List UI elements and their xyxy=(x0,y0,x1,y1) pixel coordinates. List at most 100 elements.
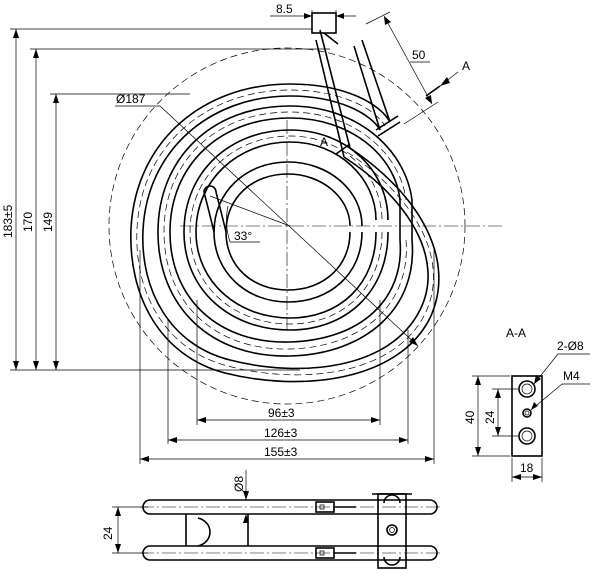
spiral-core-turn-b xyxy=(225,173,351,291)
spiral-middle-turn-a xyxy=(169,117,402,343)
diameter-leader xyxy=(159,105,419,347)
width-126-arrow-left xyxy=(168,437,177,443)
lead-length-dimline xyxy=(383,15,433,105)
lead-bracket-b xyxy=(375,115,399,131)
section-title: A-A xyxy=(506,326,526,340)
tube-diameter-arrow-b xyxy=(243,514,249,523)
spiral-tail-a xyxy=(203,191,215,233)
bracket-height-arrow-top xyxy=(475,376,481,385)
bracket-thread-hole-inner xyxy=(524,410,530,416)
spiral-tail-b xyxy=(215,191,227,233)
bracket-pitch-arrow-top xyxy=(495,389,501,398)
height-183-label: 183±5 xyxy=(1,204,15,238)
thread-callout-label: M4 xyxy=(563,369,580,383)
lead-width-arrow-left xyxy=(304,13,312,19)
lead-width-label: 8.5 xyxy=(276,2,293,16)
lead-length-arrow-top xyxy=(384,16,391,25)
width-155-label: 155±3 xyxy=(264,445,298,459)
lead-terminal-neck xyxy=(323,32,339,45)
spiral-core-turn-a xyxy=(213,161,363,303)
spiral-inner-axis xyxy=(189,135,383,325)
section-marker-upper: A xyxy=(462,59,470,73)
thread-callout-arrow xyxy=(531,402,538,410)
lead-length-label: 50 xyxy=(412,48,426,62)
lead-tube-edge-right xyxy=(361,39,391,123)
spiral-inner-turn-b xyxy=(183,129,389,331)
side-bracket-lower-bore xyxy=(383,556,401,566)
angle-label: 33° xyxy=(234,229,252,243)
height-149-arrow-top xyxy=(53,94,59,103)
bracket-upper-hole xyxy=(518,380,536,398)
height-170-arrow-top xyxy=(33,49,39,58)
diameter-arrow xyxy=(409,337,418,346)
height-170-label: 170 xyxy=(21,212,35,232)
spiral-tail-cap xyxy=(203,185,217,193)
width-96-arrow-right xyxy=(371,417,380,423)
height-170-arrow-bottom xyxy=(33,361,39,370)
tube-diameter-label: Ø8 xyxy=(232,476,246,492)
lead-length-ext-top xyxy=(365,11,391,25)
bracket-body xyxy=(511,375,543,457)
spiral-outer-axis xyxy=(136,89,434,376)
width-96-label: 96±3 xyxy=(268,406,295,420)
pitch-arrow-bottom xyxy=(115,544,121,553)
bracket-width-label: 18 xyxy=(520,461,534,475)
lead-bracket xyxy=(377,121,401,137)
bracket-pitch-label: 24 xyxy=(483,410,497,424)
width-126-label: 126±3 xyxy=(264,426,298,440)
spiral-outer-turn-a xyxy=(142,95,429,370)
height-149-label: 149 xyxy=(41,212,55,232)
side-bracket xyxy=(377,493,407,569)
width-96-arrow-left xyxy=(197,417,206,423)
section-cut-upper xyxy=(425,85,441,97)
section-arrow-head xyxy=(440,77,450,86)
bracket-width-arrow-left xyxy=(512,474,521,480)
angle-ray xyxy=(209,195,291,227)
bracket-height-label: 40 xyxy=(463,410,477,424)
plan-view: A A Ø187 33° 8.5 50 xyxy=(1,2,505,464)
tube-diameter-arrow xyxy=(243,491,249,500)
bracket-width-arrow-right xyxy=(533,474,542,480)
hole-callout-label: 2-Ø8 xyxy=(557,339,584,353)
bracket-thread-hole xyxy=(522,408,532,418)
section-cut-lower xyxy=(335,143,351,155)
spiral-middle-axis xyxy=(163,111,407,350)
side-bracket-hole xyxy=(386,524,398,536)
diameter-label: Ø187 xyxy=(116,92,146,106)
height-149-arrow-bottom xyxy=(53,361,59,370)
lead-width-arrow-right xyxy=(336,13,344,19)
bracket-upper-hole-inner xyxy=(521,383,533,395)
width-155-arrow-left xyxy=(140,456,149,462)
envelope-circle xyxy=(108,47,466,405)
pitch-arrow-top xyxy=(115,507,121,516)
side-coil-bend xyxy=(197,517,211,547)
spiral-outer-turn-b xyxy=(130,83,440,383)
terminal-lower-slot xyxy=(319,550,325,556)
lead-tube-inner-right xyxy=(353,45,381,131)
pitch-label: 24 xyxy=(101,526,115,540)
side-view: Ø8 24 xyxy=(101,470,442,569)
hole-callout-arrow xyxy=(534,375,541,384)
spiral-middle-turn-b xyxy=(157,105,414,357)
bracket-height-arrow-bottom xyxy=(475,447,481,456)
bracket-lower-hole-inner xyxy=(521,430,533,442)
lead-tube-edge-left xyxy=(319,29,351,149)
section-marker-lower: A xyxy=(320,135,328,149)
section-aa: A-A 2-Ø8 M4 40 24 xyxy=(463,326,590,482)
height-183-arrow-bottom xyxy=(13,361,19,370)
height-183-arrow-top xyxy=(13,29,19,38)
bracket-lower-hole xyxy=(518,427,536,445)
side-bracket-hole-inner xyxy=(389,527,395,533)
lead-tube-inner-left xyxy=(315,39,345,158)
lead-length-ext-bottom xyxy=(403,101,439,125)
bracket-pitch-arrow-bottom xyxy=(495,427,501,436)
width-155-arrow-right xyxy=(425,456,434,462)
angle-arc xyxy=(226,205,231,243)
terminal-upper-slot xyxy=(319,504,325,510)
side-bracket-upper-bore xyxy=(383,494,401,504)
spiral-inner-turn-a xyxy=(195,141,377,319)
lead-terminal xyxy=(311,12,337,34)
width-126-arrow-right xyxy=(399,437,408,443)
